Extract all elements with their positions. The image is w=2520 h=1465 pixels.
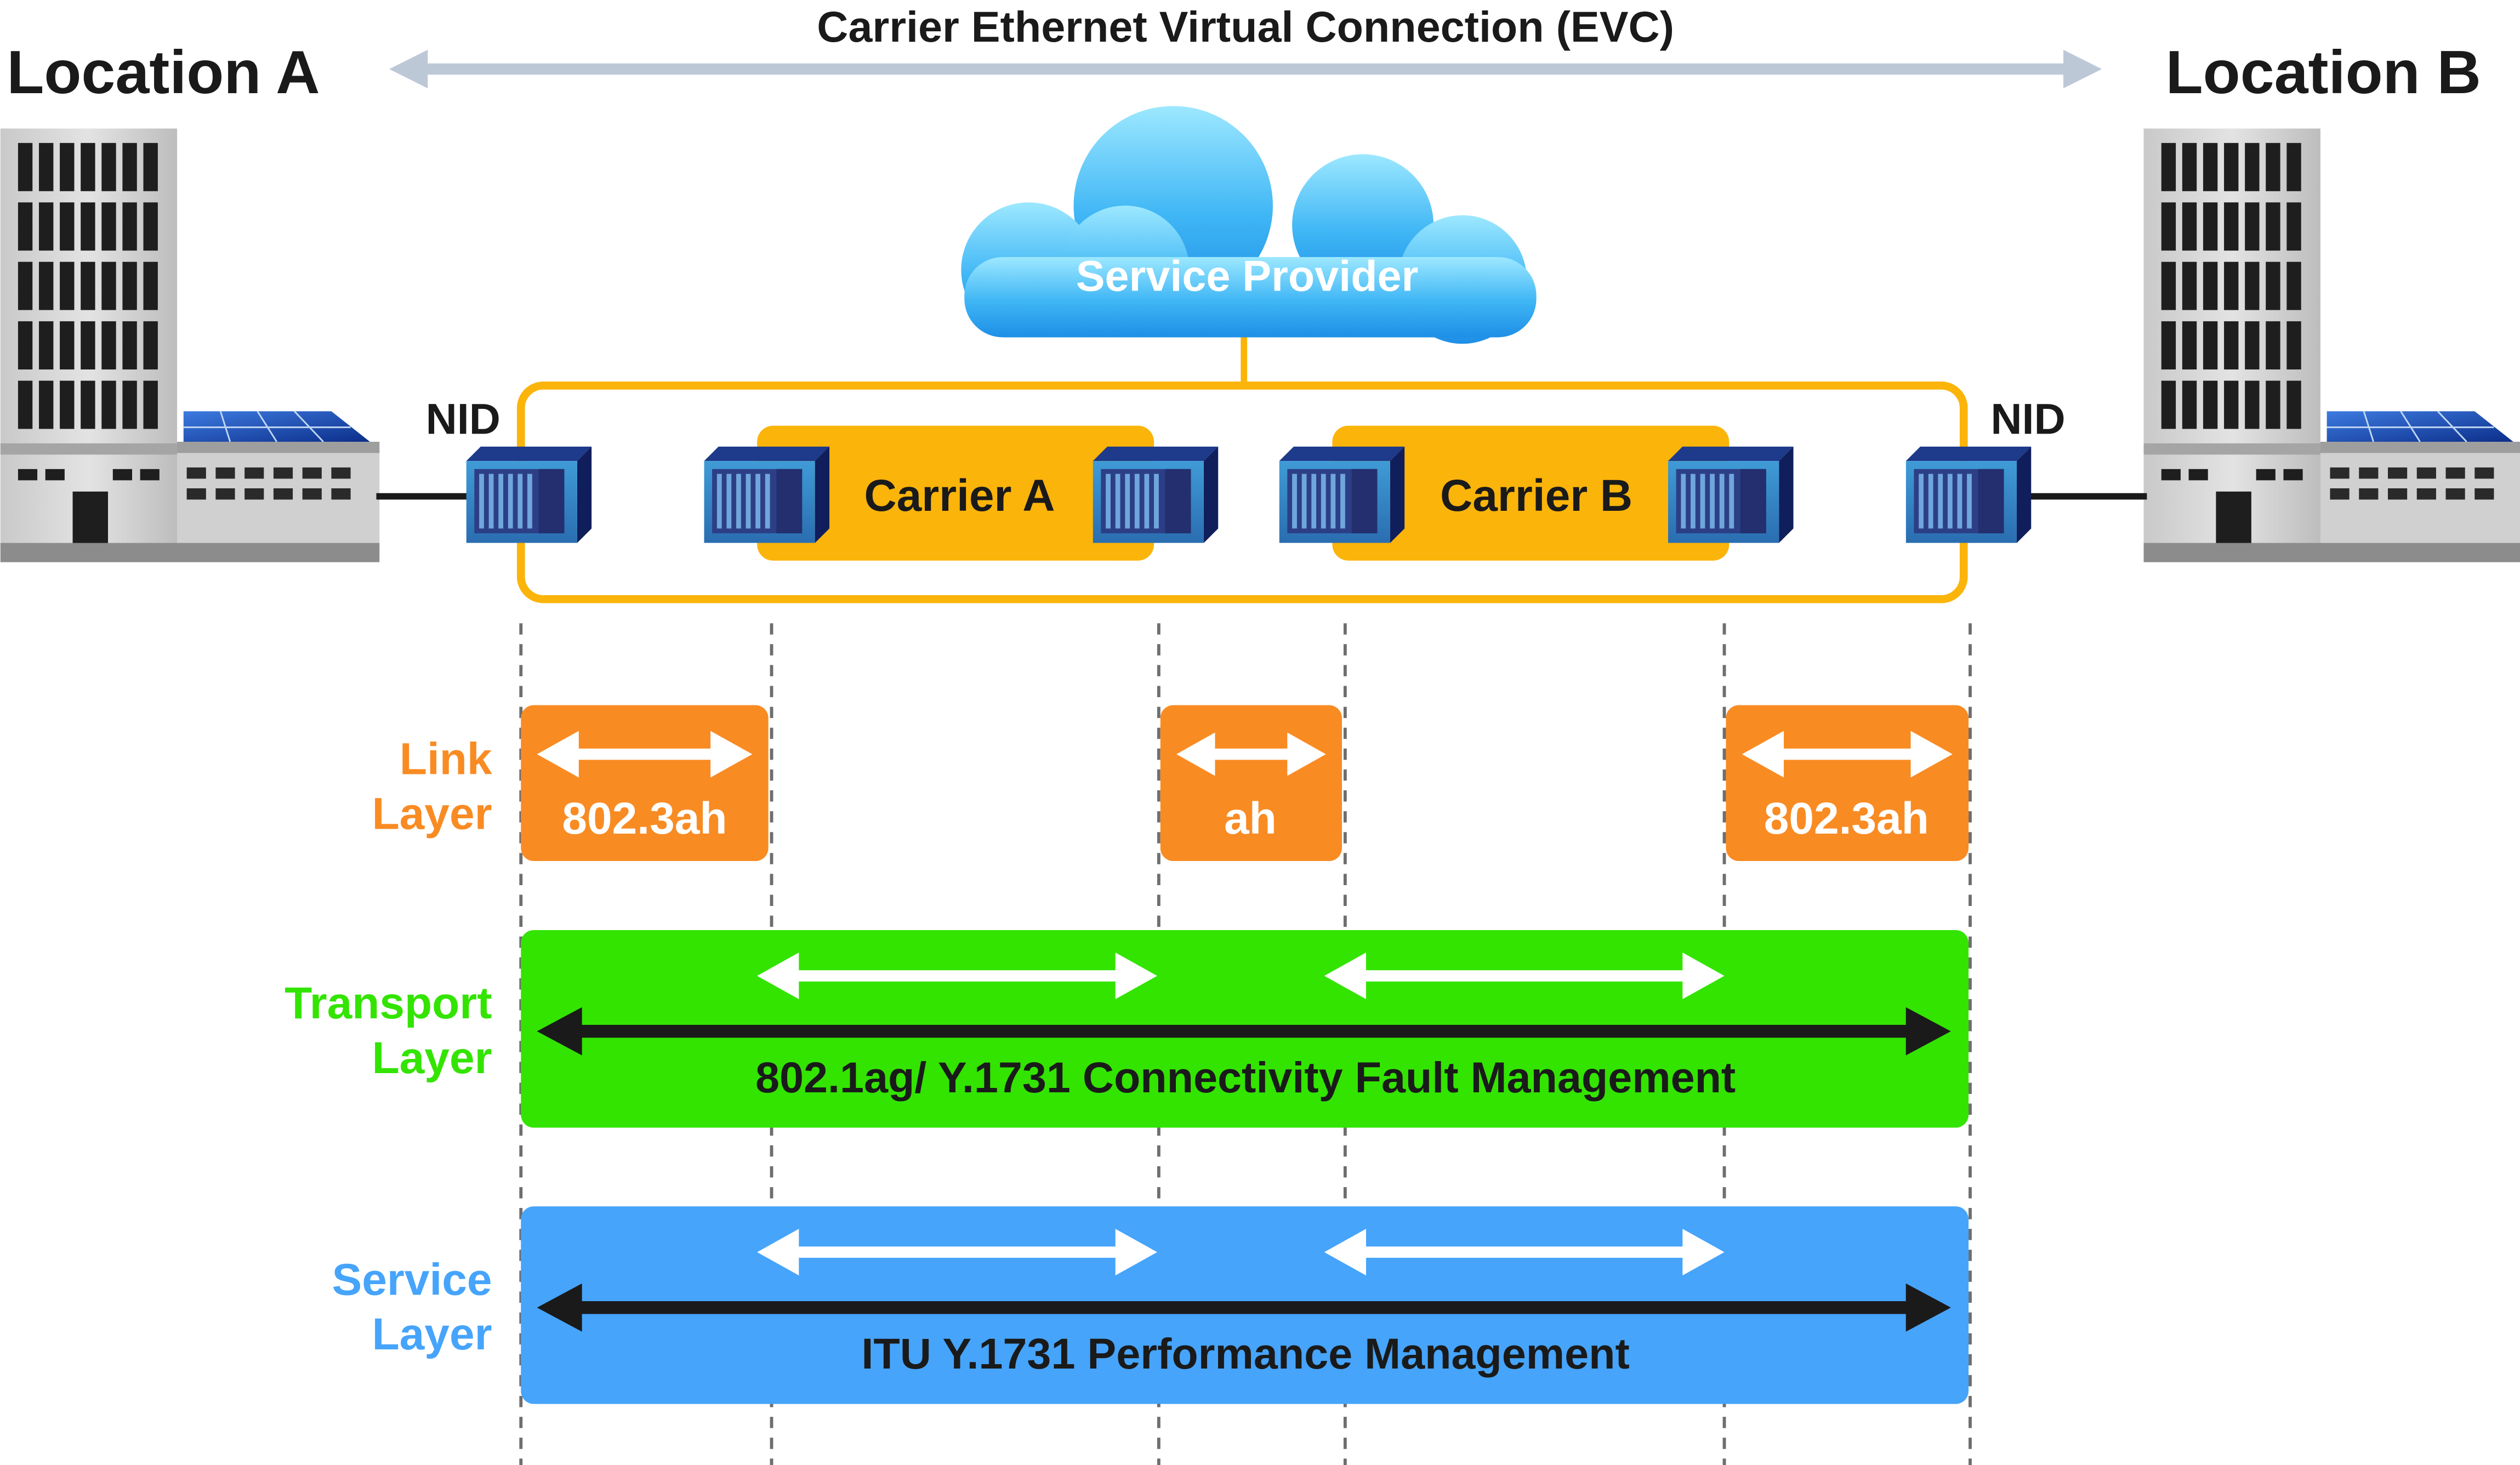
transport-layer-caption: 802.1ag/ Y.1731 Connectivity Fault Manag… <box>755 1053 1736 1102</box>
service-layer-label-line1: Service <box>332 1255 492 1304</box>
building-b-icon <box>2143 128 2520 562</box>
link-layer-label-line1: Link <box>400 734 492 784</box>
link-segment-left-label: 802.3ah <box>562 794 727 843</box>
service-segment-arrows <box>757 1229 1725 1276</box>
cloud-label: Service Provider <box>1076 251 1419 300</box>
link-arrows <box>537 731 1953 778</box>
nid-b-label: NID <box>1990 394 2065 443</box>
building-a-icon <box>0 128 380 562</box>
evc-arrow <box>389 49 2102 89</box>
evc-title: Carrier Ethernet Virtual Connection (EVC… <box>817 2 1674 51</box>
link-segment-left <box>521 705 769 861</box>
link-segment-middle-label: ah <box>1224 794 1277 843</box>
carrier-b-border-device-icon <box>1279 446 1405 543</box>
nid-a-device-icon <box>466 446 592 543</box>
service-layer-label-line2: Layer <box>372 1309 492 1359</box>
location-b-label: Location B <box>2166 38 2481 106</box>
link-layer-label-line2: Layer <box>372 789 492 839</box>
cloud-icon <box>961 106 1537 344</box>
carrier-b-edge-device-icon <box>1668 446 1794 543</box>
transport-end-to-end-arrow <box>537 1007 1951 1056</box>
carrier-a-edge-device-icon <box>704 446 830 543</box>
carrier-a-border-device-icon <box>1093 446 1219 543</box>
transport-layer-label-line1: Transport <box>285 978 492 1028</box>
transport-segment-arrows <box>757 953 1725 1000</box>
link-segment-right-label: 802.3ah <box>1764 794 1929 843</box>
carrier-b-label: Carrier B <box>1440 471 1632 521</box>
service-layer-caption: ITU Y.1731 Performance Management <box>861 1329 1629 1378</box>
nid-a-label: NID <box>426 394 500 443</box>
carrier-b-box <box>1332 425 1730 561</box>
carrier-a-box <box>757 425 1154 561</box>
carrier-a-label: Carrier A <box>864 471 1055 521</box>
transport-layer-label-line2: Layer <box>372 1033 492 1083</box>
link-segment-right <box>1726 705 1969 861</box>
nid-b-device-icon <box>1905 446 2032 543</box>
location-a-label: Location A <box>7 38 320 106</box>
service-end-to-end-arrow <box>537 1283 1951 1332</box>
